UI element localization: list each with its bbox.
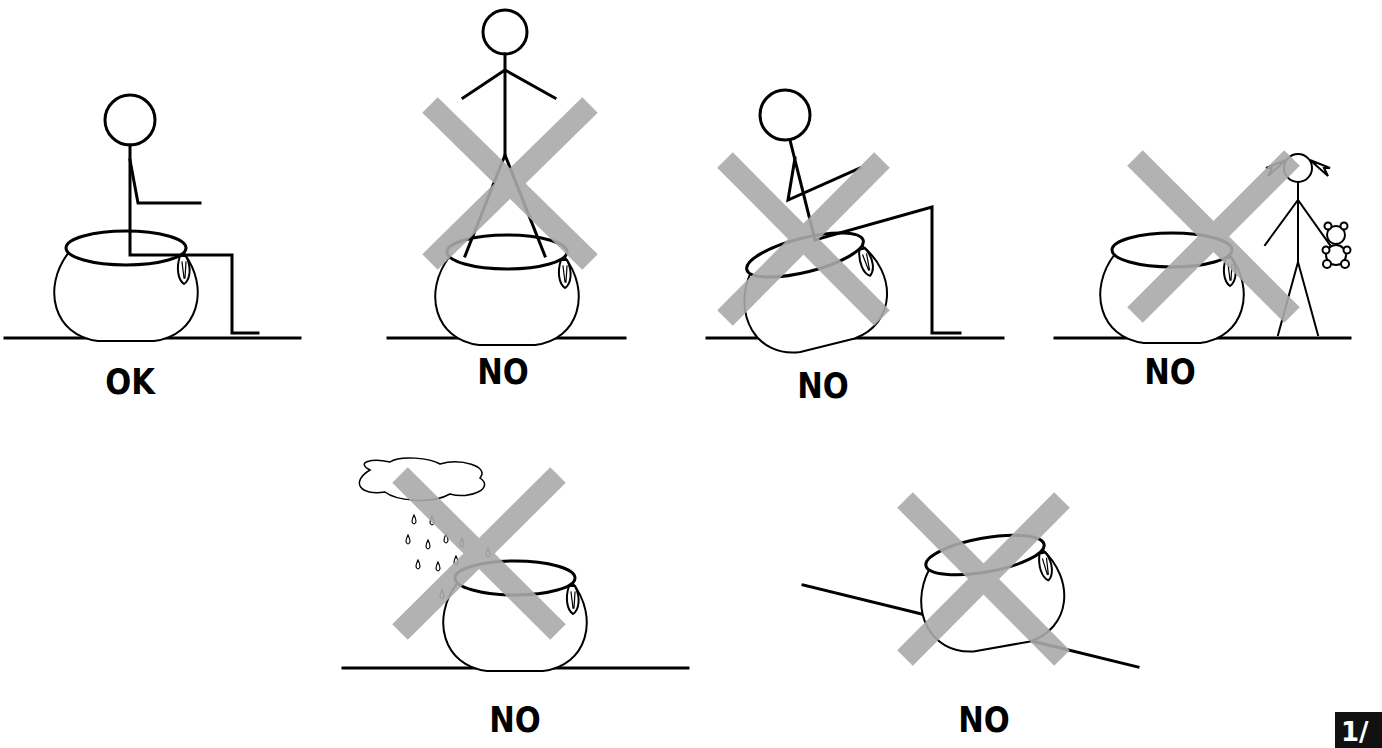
teddy-bear xyxy=(1323,223,1351,269)
verdict-label: NO xyxy=(797,366,849,406)
verdict-label: NO xyxy=(489,700,541,740)
verdict-label: NO xyxy=(1144,352,1196,392)
verdict-label: NO xyxy=(958,700,1010,740)
verdict-label: OK xyxy=(105,362,155,402)
pot xyxy=(435,235,579,345)
seated-person xyxy=(105,95,258,333)
verdict-label: NO xyxy=(477,352,529,392)
page-number: 1/ xyxy=(1335,712,1382,748)
pot xyxy=(54,231,198,341)
prohibition-crosses xyxy=(400,105,1292,658)
